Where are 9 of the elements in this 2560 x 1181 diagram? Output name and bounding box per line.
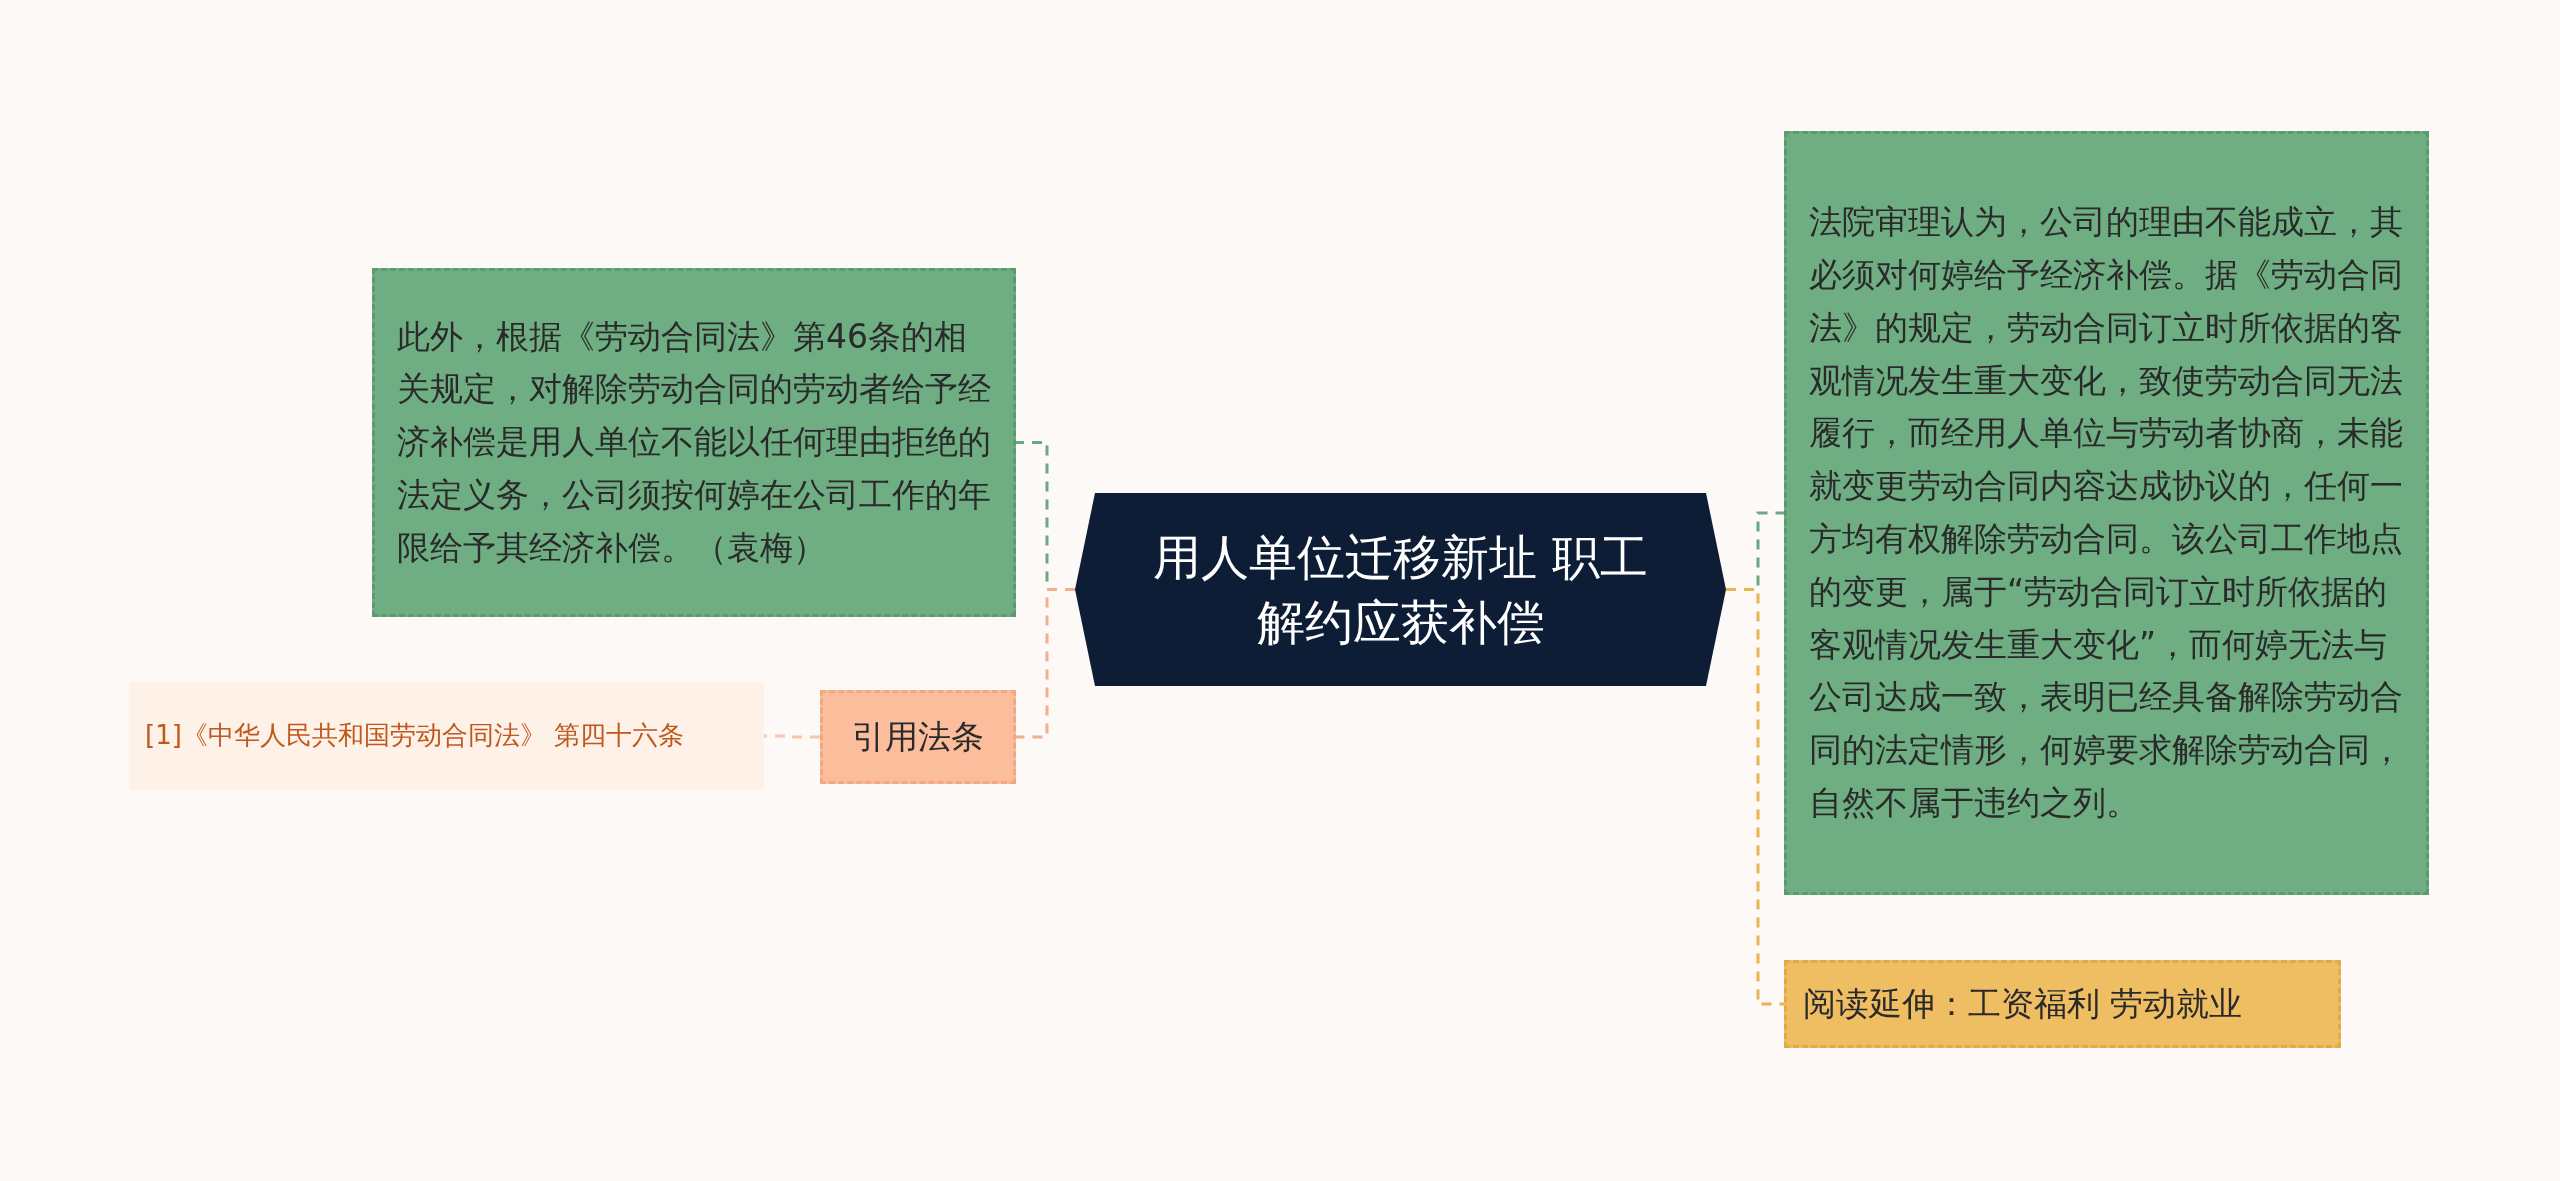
note-box: 法院审理认为，公司的理由不能成立，其必须对何婷给予经济补偿。据《劳动合同法》的规定，劳动合同订立时所依据的客观情况发生重大变化，致使劳动合同无法履行，而经用人单位与劳动者协商，未能就变更劳动合同内容达成协议的，任何一方均有权解除劳动合同。该公司工作地点的变更，属于“劳动合同订立时所依据的客观情况发生重大变化”，而何婷无法与公司达成一致，表明已经具备解除劳动合同的法定情形，何婷要求解除劳动合同，自然不属于违约之列。	[1784, 131, 2429, 895]
connector-line	[1016, 588, 1075, 739]
citation-box: [1]《中华人民共和国劳动合同法》 第四十六条	[129, 682, 764, 790]
link-box: 阅读延伸：工资福利 劳动就业	[1784, 960, 2341, 1048]
connector-line	[764, 734, 820, 739]
topic-box: 引用法条	[820, 690, 1016, 784]
note-box: 此外，根据《劳动合同法》第46条的相关规定，对解除劳动合同的劳动者给予经济补偿是用人单位不能以任何理由拒绝的法定义务，公司须按何婷在公司工作的年限给予其经济补偿。（袁梅）	[372, 268, 1016, 617]
central-topic-hexagon: 用人单位迁移新址 职工解约应获补偿	[1075, 493, 1726, 686]
connector-line	[1726, 588, 1784, 1006]
